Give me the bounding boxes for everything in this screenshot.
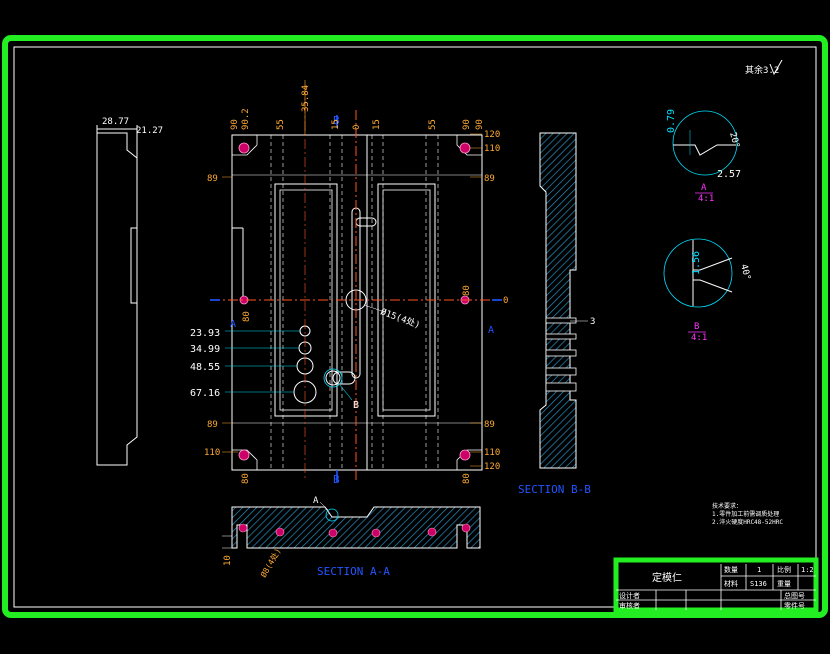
inner-border: [13, 46, 817, 608]
detail-a-dim-3: 2.57: [717, 169, 741, 180]
section-aa-title: SECTION A-A: [317, 565, 390, 578]
title-drawing-no-label: 总图号: [784, 591, 805, 600]
tech-notes-heading: 技术要求：: [712, 502, 742, 510]
detail-a-scale: 4:1: [698, 194, 714, 204]
right-dim-110-top: 110: [484, 144, 500, 154]
section-bb-view: 3 SECTION B-B: [518, 132, 595, 496]
detail-a: 0.79 20° 2.57 A 4:1: [666, 109, 741, 204]
roughness-mark: 其余3.2: [745, 59, 783, 76]
title-part-no-label: 零件号: [784, 601, 805, 610]
hole-dim-1: 23.93: [190, 328, 220, 339]
title-scale-value: 1:2: [801, 566, 814, 574]
section-a-right: A: [488, 325, 494, 336]
left-dim-110: 110: [204, 448, 220, 458]
left-dim-89-top: 89: [207, 174, 218, 184]
right-dim-120-bottom: 120: [484, 462, 500, 472]
title-qty-label: 数量: [724, 565, 738, 574]
title-qty-value: 1: [757, 566, 761, 574]
left-dim-80-mid: 80: [242, 311, 252, 322]
top-dim-3: 55: [276, 119, 286, 130]
title-material-value: S136: [750, 580, 767, 588]
right-dim-80-bottom: 80: [462, 473, 472, 484]
title-scale-label: 比例: [777, 565, 791, 574]
top-dim-2: 90.2: [241, 108, 251, 130]
callout-b: B: [353, 400, 359, 411]
top-dim-5: 15: [331, 119, 341, 130]
tech-notes: 技术要求： 1.零件加工前需调质处理 2.淬火硬度HRC48-52HRC: [712, 502, 783, 526]
side-dim-top-right: 21.27: [136, 126, 163, 136]
side-view: 28.77 21.27: [96, 117, 163, 466]
title-material-label: 材料: [724, 579, 738, 588]
tech-notes-line-2: 2.淬火硬度HRC48-52HRC: [712, 518, 783, 526]
section-b-top: B: [333, 114, 340, 127]
title-part-name: 定模仁: [652, 571, 682, 584]
detail-b-letter: B: [694, 322, 699, 332]
top-dim-7: 15: [372, 119, 382, 130]
side-dim-top-left: 28.77: [102, 117, 129, 127]
right-dim-0-mid: 0: [503, 296, 508, 306]
tech-notes-line-1: 1.零件加工前需调质处理: [712, 510, 779, 518]
right-dim-89-bottom: 89: [484, 420, 495, 430]
top-dim-4: 35.84: [301, 85, 311, 112]
detail-a-dim-2: 20°: [727, 131, 741, 149]
detail-b-dim-1: 1.56: [691, 251, 702, 275]
detail-b-dim-2: 40°: [738, 263, 752, 281]
hole-dim-3: 48.55: [190, 362, 220, 373]
detail-a-letter: A: [701, 183, 707, 193]
right-dim-120-top: 120: [484, 130, 500, 140]
left-dim-80-bottom: 80: [241, 473, 251, 484]
detail-b: 1.56 40° B 4:1: [663, 238, 752, 343]
title-designer-label: 设计者: [619, 591, 640, 600]
title-block: 定模仁 数量 1 比例 1:2 材料 S136 重量 设计者 审核者 总图号 零…: [613, 557, 819, 613]
hole-dim-2: 34.99: [190, 344, 220, 355]
left-dim-89-bottom: 89: [207, 420, 218, 430]
section-aa-callout: A: [313, 496, 319, 506]
detail-a-dim-1: 0.79: [666, 109, 677, 133]
section-bb-title: SECTION B-B: [518, 483, 591, 496]
top-dim-1: 90: [230, 119, 240, 130]
title-weight-label: 重量: [777, 580, 791, 588]
detail-b-scale: 4:1: [691, 333, 707, 343]
title-reviewer-label: 审核者: [619, 601, 640, 610]
top-dim-8: 55: [428, 119, 438, 130]
section-aa-dim-left: 10: [223, 555, 233, 566]
top-dim-9: 90: [462, 119, 472, 130]
section-b-bottom: B: [333, 473, 340, 486]
right-dim-89-top: 89: [484, 174, 495, 184]
section-a-left: A: [230, 319, 236, 330]
top-dim-10: 90: [475, 119, 485, 130]
right-dim-110-bottom: 110: [484, 448, 500, 458]
section-bb-dim: 3: [590, 317, 595, 327]
drawing-frame: [2, 35, 828, 618]
top-dim-6: 0: [352, 125, 362, 130]
right-dim-80-mid: 80: [462, 285, 472, 296]
hole-dim-4: 67.16: [190, 388, 220, 399]
main-view: A A B B 90 90.2 55 35.84 15 0 15 55 90 9…: [190, 80, 508, 486]
